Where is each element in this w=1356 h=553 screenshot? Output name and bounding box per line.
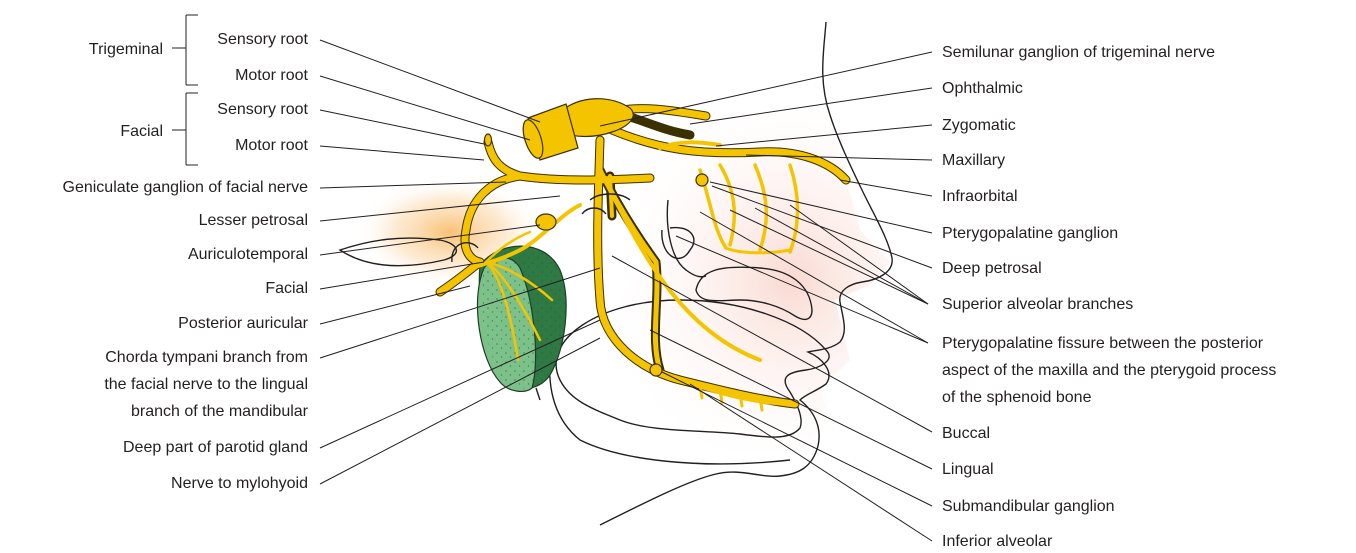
label-pterygopalatine-fissure-line1: Pterygopalatine fissure between the post… — [942, 335, 1264, 352]
label-zygomatic: Zygomatic — [942, 117, 1016, 134]
leader-deep-parotid — [320, 320, 600, 448]
label-facial-motor-root: Motor root — [235, 137, 308, 154]
leader-infraorbital — [840, 180, 932, 196]
label-lingual: Lingual — [942, 461, 994, 478]
label-facial: Facial — [120, 123, 163, 140]
leader-facial-motor — [320, 146, 484, 160]
pterygopalatine-ganglion — [696, 174, 708, 186]
label-posterior-auricular: Posterior auricular — [178, 315, 309, 332]
otic-ganglion — [536, 214, 556, 230]
label-chorda-tympani-line1: Chorda tympani branch from — [105, 349, 308, 366]
leader-trigeminal-motor — [320, 76, 530, 140]
label-trigeminal-sensory-root: Sensory root — [217, 31, 308, 48]
label-facial-branch: Facial — [265, 280, 308, 297]
label-chorda-tympani-line2: the facial nerve to the lingual — [104, 376, 308, 393]
right-labels: Semilunar ganglion of trigeminal nerve O… — [942, 44, 1276, 550]
leader-posterior-auricular — [320, 286, 470, 324]
facial-root-end — [485, 134, 492, 146]
label-facial-sensory-root: Sensory root — [217, 101, 308, 118]
label-submandibular-ganglion: Submandibular ganglion — [942, 498, 1115, 515]
label-deep-parotid: Deep part of parotid gland — [123, 439, 308, 456]
label-trigeminal: Trigeminal — [89, 41, 163, 58]
label-deep-petrosal: Deep petrosal — [942, 260, 1042, 277]
facial-bracket — [172, 93, 198, 165]
label-ophthalmic: Ophthalmic — [942, 80, 1023, 97]
trigeminal-bracket — [172, 15, 198, 85]
label-pterygopalatine-ganglion: Pterygopalatine ganglion — [942, 225, 1118, 242]
label-auriculotemporal: Auriculotemporal — [188, 246, 308, 263]
label-buccal: Buccal — [942, 425, 990, 442]
label-pterygopalatine-fissure-line3: of the sphenoid bone — [942, 389, 1092, 406]
leader-facial-sensory — [320, 110, 484, 144]
face-skin-tint — [560, 110, 890, 450]
left-brackets — [172, 15, 198, 165]
label-nerve-to-mylohyoid: Nerve to mylohyoid — [171, 475, 308, 492]
lesser-petrosal-nerve — [610, 176, 612, 216]
label-inferior-alveolar: Inferior alveolar — [942, 533, 1053, 550]
label-lesser-petrosal: Lesser petrosal — [199, 212, 308, 229]
submandibular-ganglion — [650, 364, 662, 376]
parotid-duct — [536, 388, 540, 400]
label-pterygopalatine-fissure-line2: aspect of the maxilla and the pterygoid … — [942, 362, 1276, 379]
label-semilunar-ganglion: Semilunar ganglion of trigeminal nerve — [942, 44, 1215, 61]
label-chorda-tympani-line3: branch of the mandibular — [131, 403, 309, 420]
label-geniculate-ganglion: Geniculate ganglion of facial nerve — [63, 179, 309, 196]
label-infraorbital: Infraorbital — [942, 188, 1018, 205]
label-superior-alveolar: Superior alveolar branches — [942, 296, 1133, 313]
label-trigeminal-motor-root: Motor root — [235, 67, 308, 84]
label-maxillary: Maxillary — [942, 152, 1005, 169]
